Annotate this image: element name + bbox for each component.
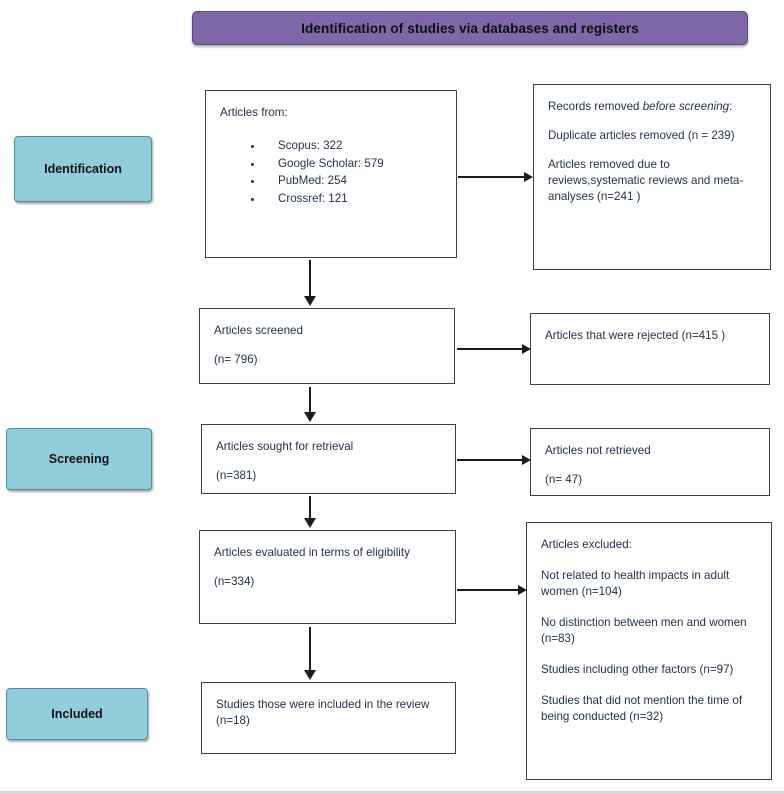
arrow-shaft <box>457 348 523 350</box>
arrow-down-icon <box>303 496 317 528</box>
stage-label-screening-text: Screening <box>48 452 110 466</box>
box-articles-excluded: Articles excluded: Not related to health… <box>526 522 772 780</box>
arrow-head <box>304 296 316 306</box>
stage-label-included-text: Included <box>51 707 103 721</box>
articles-sought-label: Articles sought for retrieval <box>216 440 354 453</box>
arrow-shaft <box>457 459 523 461</box>
arrow-shaft <box>309 627 311 671</box>
articles-not-retrieved-count: (n= 47) <box>545 472 583 486</box>
list-item: Crossref: 121 <box>264 190 444 208</box>
arrow-shaft <box>309 260 311 297</box>
arrow-head <box>518 585 527 595</box>
box-articles-screened: Articles screened (n= 796) <box>199 308 455 384</box>
articles-eligibility-count: (n=334) <box>214 574 255 588</box>
records-removed-heading-italic: before screening <box>642 100 730 113</box>
articles-excluded-reason-2: No distinction between men and women (n=… <box>541 615 747 645</box>
arrow-head <box>524 172 533 182</box>
articles-excluded-reason-3: Studies including other factors (n=97) <box>541 662 734 676</box>
sources-heading: Articles from: <box>220 106 288 119</box>
list-item: PubMed: 254 <box>264 172 444 190</box>
stage-label-identification: Identification <box>14 136 152 202</box>
records-removed-duplicates: Duplicate articles removed (n = 239) <box>548 128 735 142</box>
box-articles-not-retrieved: Articles not retrieved (n= 47) <box>530 428 770 496</box>
arrow-right-icon <box>457 584 527 596</box>
records-removed-heading: Records removed before screening: <box>548 99 758 115</box>
records-removed-reviews: Articles removed due to reviews,systemat… <box>548 157 744 203</box>
articles-eligibility-label: Articles evaluated in terms of eligibili… <box>214 546 410 559</box>
arrow-down-icon <box>303 260 317 306</box>
box-records-removed: Records removed before screening: Duplic… <box>533 84 771 270</box>
arrow-head <box>522 344 531 354</box>
articles-not-retrieved-label: Articles not retrieved <box>545 444 651 457</box>
articles-screened-label: Articles screened <box>214 324 303 337</box>
box-articles-eligibility: Articles evaluated in terms of eligibili… <box>199 530 456 624</box>
studies-included-label: Studies those were included in the revie… <box>216 698 430 727</box>
stage-label-screening: Screening <box>6 428 152 490</box>
arrow-down-icon <box>303 387 317 422</box>
arrow-right-icon <box>458 171 533 183</box>
box-studies-included: Studies those were included in the revie… <box>201 682 456 754</box>
articles-excluded-heading: Articles excluded: <box>541 538 632 551</box>
articles-excluded-reason-4: Studies that did not mention the time of… <box>541 693 743 723</box>
articles-excluded-reason-1: Not related to health impacts in adult w… <box>541 568 730 598</box>
diagram-header-banner: Identification of studies via databases … <box>192 11 748 45</box>
articles-rejected-label: Articles that were rejected (n=415 ) <box>545 329 726 342</box>
sources-list: Scopus: 322 Google Scholar: 579 PubMed: … <box>220 137 444 207</box>
stage-label-identification-text: Identification <box>44 162 122 176</box>
stage-label-included: Included <box>6 688 148 740</box>
box-articles-sought: Articles sought for retrieval (n=381) <box>201 424 456 494</box>
articles-sought-count: (n=381) <box>216 468 257 482</box>
diagram-title: Identification of studies via databases … <box>301 20 639 36</box>
arrow-shaft <box>309 387 311 413</box>
arrow-down-icon <box>303 627 317 680</box>
articles-screened-count: (n= 796) <box>214 352 258 366</box>
box-articles-rejected: Articles that were rejected (n=415 ) <box>530 313 770 385</box>
footer-divider <box>0 791 784 794</box>
arrow-shaft <box>309 496 311 519</box>
records-removed-heading-tail: : <box>729 100 733 113</box>
list-item: Google Scholar: 579 <box>264 155 444 173</box>
arrow-right-icon <box>457 343 531 355</box>
arrow-head <box>304 670 316 680</box>
box-article-sources: Articles from: Scopus: 322 Google Schola… <box>205 90 457 258</box>
arrow-right-icon <box>457 454 531 466</box>
arrow-head <box>304 412 316 422</box>
arrow-head <box>522 455 531 465</box>
arrow-shaft <box>458 176 525 178</box>
list-item: Scopus: 322 <box>264 137 444 155</box>
arrow-shaft <box>457 589 519 591</box>
records-removed-heading-lead: Records removed <box>548 100 643 113</box>
arrow-head <box>304 518 316 528</box>
